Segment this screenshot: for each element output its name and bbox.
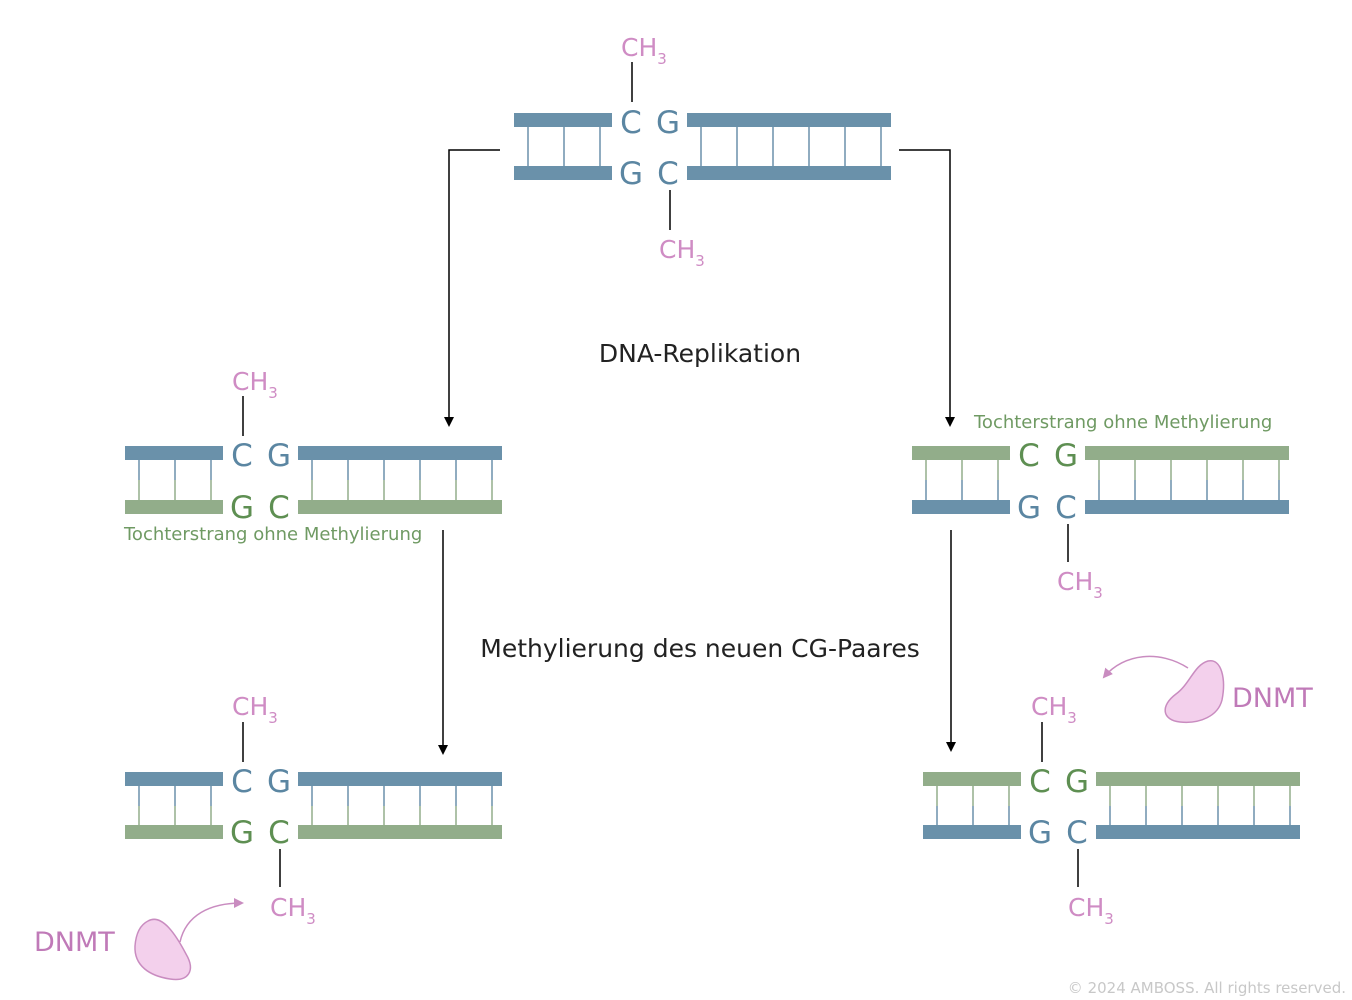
methyl-group: CH3 <box>659 235 705 270</box>
base-pair-rungs <box>936 786 1291 825</box>
methyl-group: CH3 <box>1057 567 1103 602</box>
dna-methylated-left: C G G C CH3 CH3 <box>125 692 502 928</box>
methyl-group: CH3 <box>270 893 316 928</box>
replication-label: DNA-Replikation <box>599 339 801 368</box>
strand-bottom <box>298 500 502 514</box>
dnmt-enzyme-left: DNMT <box>34 898 244 981</box>
base-pair-rungs <box>138 460 493 500</box>
strand-bottom <box>125 500 223 514</box>
base-g-top: G <box>267 764 291 800</box>
base-pair-rungs <box>138 786 493 825</box>
base-c-bottom: C <box>268 490 290 526</box>
methyl-group: CH3 <box>1068 893 1114 928</box>
strand-top <box>125 446 223 460</box>
dnmt-enzyme-blob-icon <box>1164 660 1225 724</box>
copyright-text: © 2024 AMBOSS. All rights reserved. <box>1068 979 1346 997</box>
dnmt-label: DNMT <box>1232 683 1313 714</box>
methylation-step-label: Methylierung des neuen CG-Paares <box>480 634 920 663</box>
dnmt-label: DNMT <box>34 927 115 958</box>
strand-top <box>912 446 1010 460</box>
strand-bottom <box>923 825 1021 839</box>
strand-bottom <box>514 166 612 180</box>
strand-bottom <box>687 166 891 180</box>
base-c-bottom: C <box>657 156 679 192</box>
base-g-bottom: G <box>1017 490 1041 526</box>
strand-top <box>1096 772 1300 786</box>
strand-top <box>923 772 1021 786</box>
base-c-bottom: C <box>1066 815 1088 851</box>
base-c-top: C <box>1018 438 1040 474</box>
strand-top <box>298 446 502 460</box>
dna-parent: C G G C CH3 CH3 <box>514 33 891 270</box>
curved-arrow-icon <box>179 898 244 943</box>
base-g-bottom: G <box>619 156 643 192</box>
base-g-bottom: G <box>230 490 254 526</box>
base-g-bottom: G <box>230 815 254 851</box>
base-c-top: C <box>1029 764 1051 800</box>
strand-top <box>687 113 891 127</box>
daughter-strand-label: Tochterstrang ohne Methylierung <box>973 412 1272 433</box>
dna-methylated-right: C G G C CH3 CH3 <box>923 692 1300 928</box>
strand-top <box>298 772 502 786</box>
base-g-top: G <box>656 105 680 141</box>
methyl-group: CH3 <box>232 367 278 402</box>
base-g-bottom: G <box>1028 815 1052 851</box>
strand-top <box>1085 446 1289 460</box>
dnmt-enzyme-blob-icon <box>134 918 191 981</box>
base-c-bottom: C <box>1055 490 1077 526</box>
curved-arrow-icon <box>1102 655 1189 679</box>
daughter-strand-label: Tochterstrang ohne Methylierung <box>123 524 422 545</box>
base-g-top: G <box>267 438 291 474</box>
flow-arrow <box>899 149 955 427</box>
methyl-group: CH3 <box>621 33 667 68</box>
base-pair-rungs <box>925 460 1280 500</box>
base-c-top: C <box>231 764 253 800</box>
base-pair-rungs <box>527 127 882 166</box>
strand-bottom <box>912 500 1010 514</box>
strand-top <box>514 113 612 127</box>
base-c-bottom: C <box>268 815 290 851</box>
flow-arrow <box>444 149 500 427</box>
strand-bottom <box>1096 825 1300 839</box>
methyl-group: CH3 <box>1031 692 1077 727</box>
strand-bottom <box>1085 500 1289 514</box>
dnmt-enzyme-right: DNMT <box>1102 655 1313 724</box>
base-c-top: C <box>231 438 253 474</box>
strand-bottom <box>125 825 223 839</box>
dna-hemimethylated-right: Tochterstrang ohne Methylierung C G G C … <box>912 412 1289 602</box>
base-g-top: G <box>1065 764 1089 800</box>
base-g-top: G <box>1054 438 1078 474</box>
base-c-top: C <box>620 105 642 141</box>
methyl-group: CH3 <box>232 692 278 727</box>
strand-bottom <box>298 825 502 839</box>
dna-hemimethylated-left: C G G C CH3 Tochterstrang ohne Methylier… <box>123 367 502 545</box>
strand-top <box>125 772 223 786</box>
